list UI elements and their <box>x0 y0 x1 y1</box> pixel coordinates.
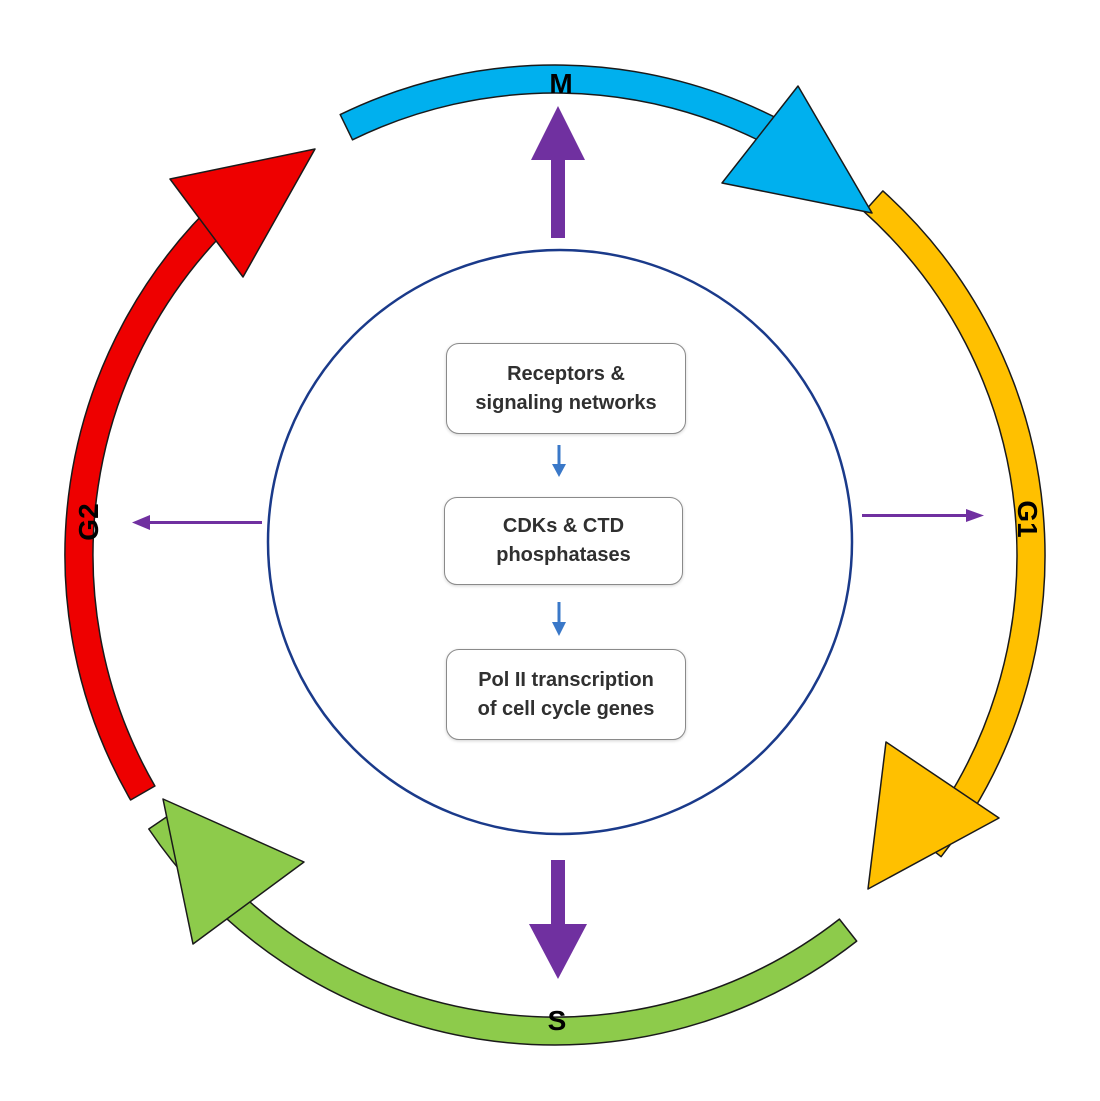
pol2-box-line-1: Pol II transcription <box>478 668 654 691</box>
arrowhead-s-to-g2 <box>162 798 305 945</box>
arrow-to-g1 <box>862 509 984 522</box>
pol2-box: Pol II transcription of cell cycle genes <box>446 649 686 740</box>
arrowhead-g2-to-m <box>169 148 316 278</box>
cdks-box: CDKs & CTD phosphatases <box>444 497 683 585</box>
arrowhead-m-to-g1 <box>721 85 873 214</box>
arrow-to-s <box>529 860 587 979</box>
phase-label-g2: G2 <box>73 503 104 540</box>
phase-arc-g2 <box>64 195 241 801</box>
receptors-box-line-1: Receptors & <box>507 362 625 385</box>
receptors-box-line-2: signaling networks <box>475 391 657 414</box>
phase-label-m: M <box>549 68 572 99</box>
cdks-box-line-2: phosphatases <box>496 544 631 566</box>
receptors-box: Receptors & signaling networks <box>446 343 686 434</box>
arrow-to-m <box>531 106 585 238</box>
pol2-box-line-2: of cell cycle genes <box>477 697 655 720</box>
arrow-to-g2 <box>132 515 262 530</box>
phase-label-g1: G1 <box>1012 500 1043 537</box>
phase-arc-s <box>148 812 858 1046</box>
phase-label-s: S <box>548 1005 567 1036</box>
central-circle <box>266 248 854 836</box>
cdks-box-line-1: CDKs & CTD <box>502 515 625 537</box>
arrowhead-g1-to-s <box>867 741 1000 890</box>
flow-arrow-2 <box>552 602 566 636</box>
flow-arrow-1 <box>552 445 566 477</box>
